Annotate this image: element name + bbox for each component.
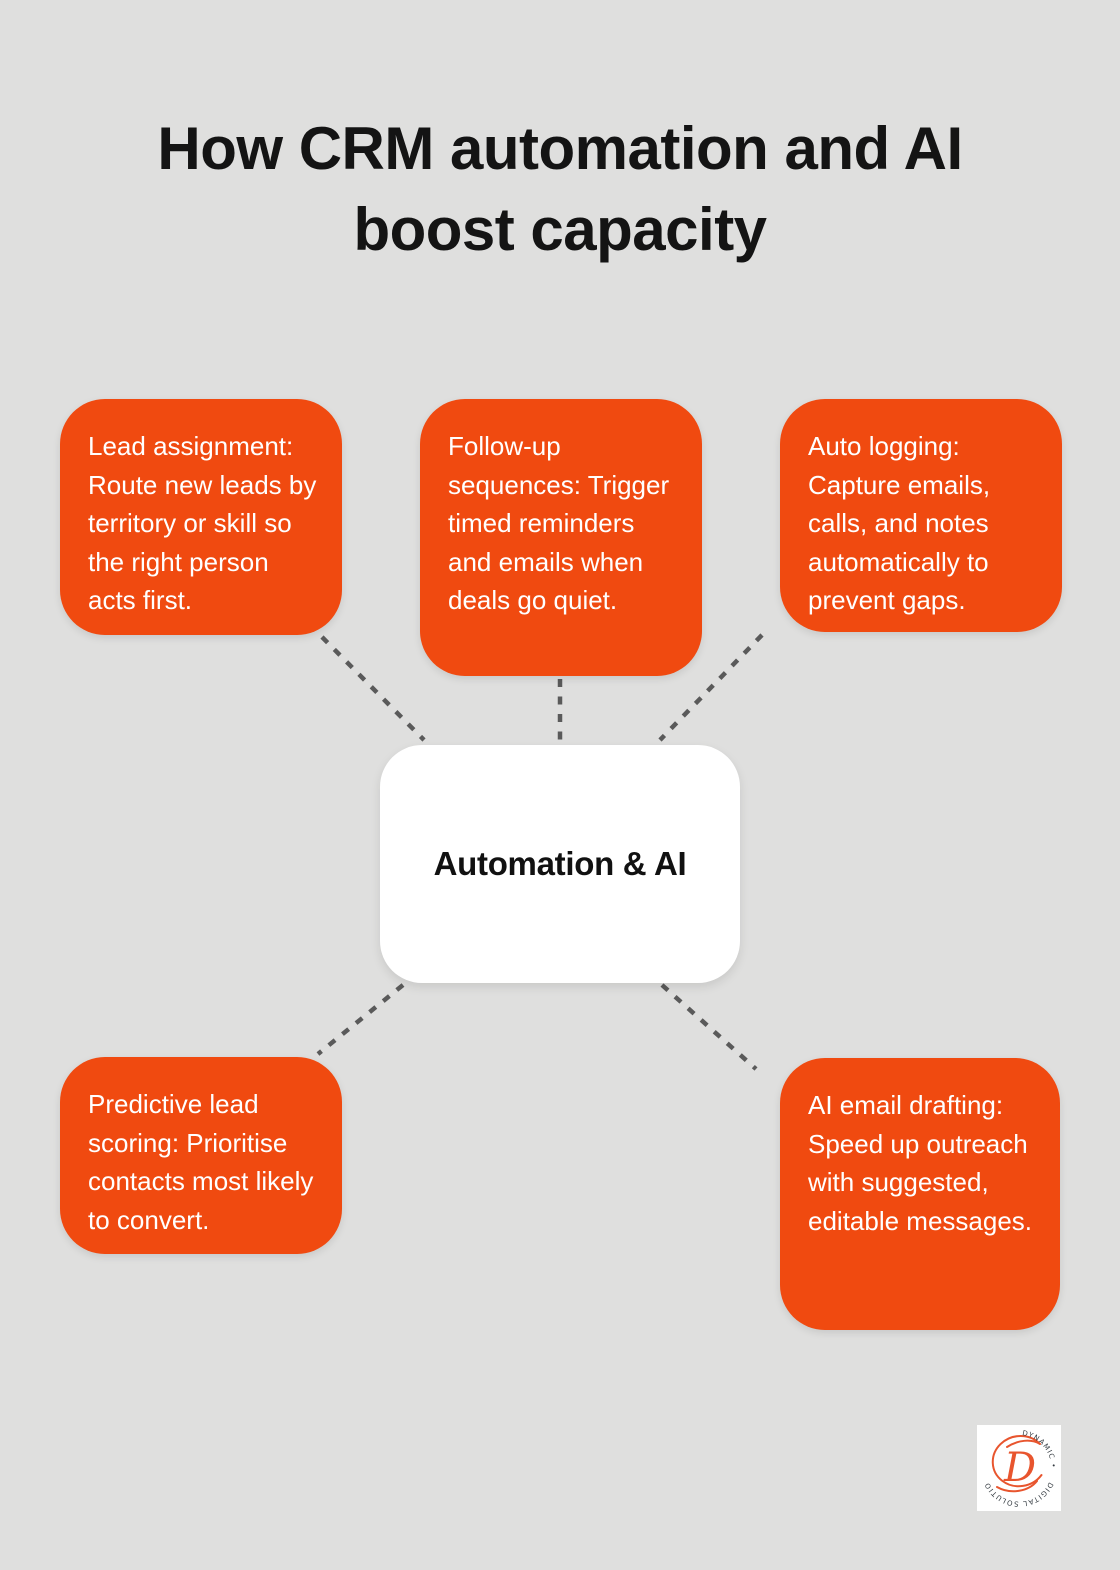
feature-card-ai-email-drafting: AI email drafting: Speed up outreach wit… [780, 1058, 1060, 1330]
logo-swirl-circle [991, 1434, 1043, 1488]
center-node-automation-ai: Automation & AI [380, 745, 740, 983]
feature-text: Follow-up sequences: Trigger timed remin… [448, 431, 670, 615]
connector-predictive-scoring [316, 983, 405, 1056]
feature-card-follow-up-sequences: Follow-up sequences: Trigger timed remin… [420, 399, 702, 676]
feature-text: Lead assignment: Route new leads by terr… [88, 431, 317, 615]
center-node-label: Automation & AI [433, 845, 687, 882]
brand-logo-graphic: D DYNAMIC • DIGITAL SOLUTIONS [977, 1425, 1056, 1508]
page-title: How CRM automation and AI boost capacity [157, 115, 963, 263]
logo-swirl-tail [996, 1480, 1038, 1493]
connector-ai-email [660, 983, 758, 1071]
logo-monogram: D [1003, 1445, 1036, 1491]
feature-card-predictive-lead-scoring: Predictive lead scoring: Prioritise cont… [60, 1057, 342, 1254]
feature-text: Auto logging: Capture emails, calls, and… [808, 431, 991, 615]
feature-text: AI email drafting: Speed up outreach wit… [808, 1090, 1033, 1236]
feature-card-lead-assignment: Lead assignment: Route new leads by terr… [60, 399, 342, 635]
connector-auto-logging [658, 633, 764, 742]
feature-text: Predictive lead scoring: Prioritise cont… [88, 1089, 314, 1235]
brand-logo: D DYNAMIC • DIGITAL SOLUTIONS [977, 1425, 1061, 1511]
connector-lead-assignment [320, 635, 426, 742]
feature-card-auto-logging: Auto logging: Capture emails, calls, and… [780, 399, 1062, 632]
